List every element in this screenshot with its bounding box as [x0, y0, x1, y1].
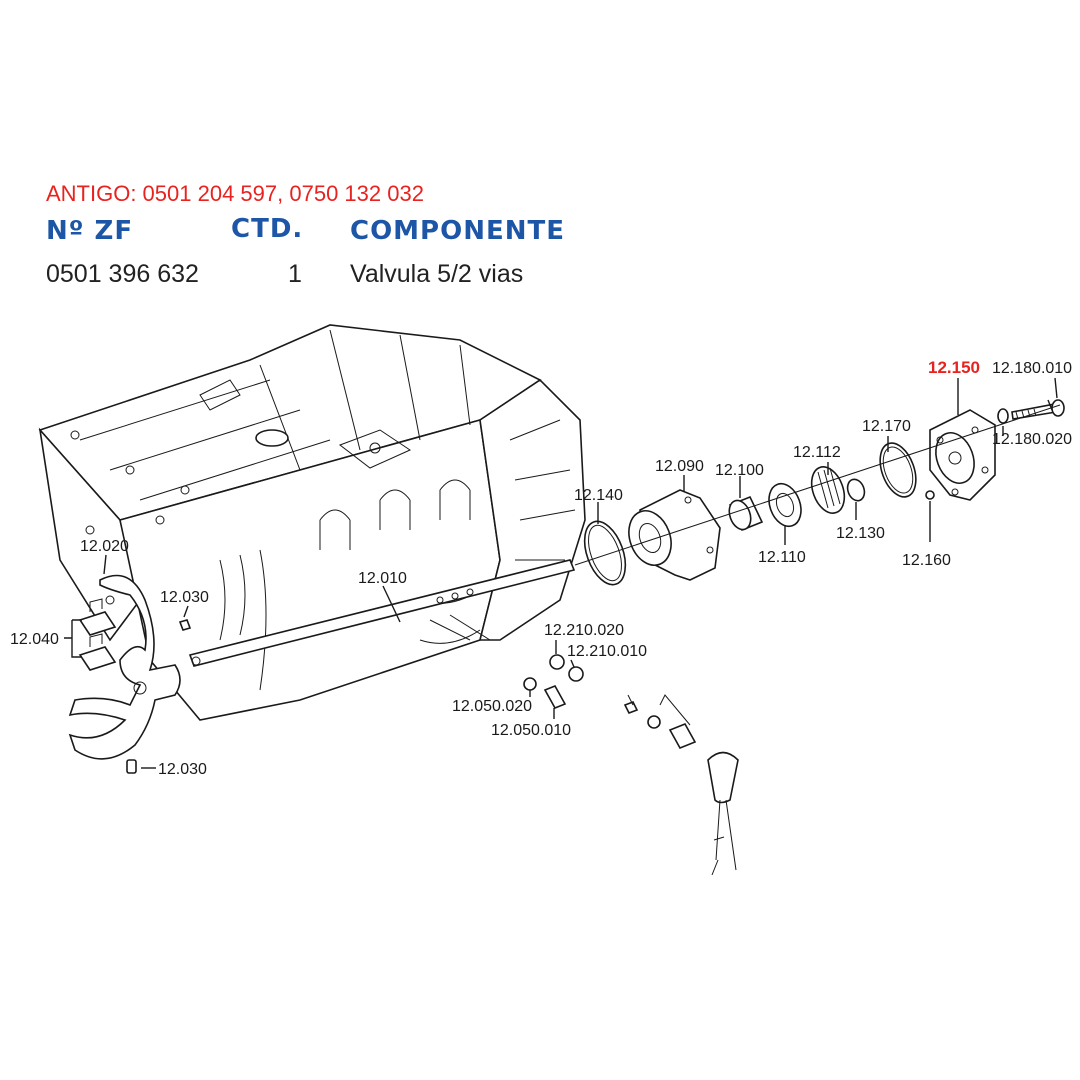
- fork-pins: [126, 619, 192, 774]
- old-part-numbers: ANTIGO: 0501 204 597, 0750 132 032: [46, 181, 424, 206]
- column-header-quantity: CTD.: [231, 214, 304, 244]
- o-ring-12-170: [879, 442, 917, 498]
- callout-12-090: 12.090: [655, 458, 704, 475]
- callout-12-100: 12.100: [715, 462, 764, 479]
- column-header-zf-number: Nº ZF: [46, 216, 134, 246]
- callout-12-180-020: 12.180.020: [992, 431, 1072, 448]
- callout-12-150: 12.150: [928, 358, 980, 377]
- valve-housing-12-090: [628, 489, 721, 581]
- callout-12-170: 12.170: [862, 418, 911, 435]
- part-quantity: 1: [288, 260, 302, 288]
- callout-12-130: 12.130: [836, 525, 885, 542]
- callout-12-030-top: 12.030: [160, 589, 209, 606]
- washer-12-180-020: [997, 408, 1009, 424]
- shift-rod: [188, 559, 576, 667]
- callout-12-160: 12.160: [902, 552, 951, 569]
- part-number: 0501 396 632: [46, 260, 199, 288]
- callout-12-110: 12.110: [758, 549, 806, 566]
- callout-12-040: 12.040: [10, 631, 59, 648]
- callout-12-180-010: 12.180.010: [992, 360, 1072, 377]
- shift-fork: [68, 574, 181, 760]
- diaphragm-12-110: [768, 482, 802, 528]
- callout-12-210-020: 12.210.020: [544, 622, 624, 639]
- callout-12-030-bottom: 12.030: [158, 761, 207, 778]
- o-ring-12-140: [583, 520, 627, 586]
- fork-shoe-pads: [78, 598, 117, 671]
- callout-12-210-010: 12.210.010: [567, 643, 647, 660]
- bolt-12-180-010: [1011, 399, 1065, 420]
- callout-12-050-020: 12.050.020: [452, 698, 532, 715]
- detent-parts: [429, 614, 584, 710]
- piston-12-100: [728, 495, 764, 532]
- column-header-component: COMPONENTE: [350, 216, 565, 246]
- valve-cover-12-150: [929, 409, 996, 501]
- callout-12-020: 12.020: [80, 538, 129, 555]
- spring-seat-12-130: [846, 478, 866, 502]
- leader-lines: [64, 377, 1061, 769]
- callout-12-112: 12.112: [793, 444, 841, 461]
- gearbox-housing: [38, 324, 586, 721]
- callout-12-140: 12.140: [574, 487, 623, 504]
- switch-sensor: [623, 694, 739, 876]
- callout-12-010: 12.010: [358, 570, 407, 587]
- callout-12-050-010: 12.050.010: [491, 722, 571, 739]
- seal-12-160: [925, 490, 935, 500]
- part-description: Valvula 5/2 vias: [350, 260, 524, 288]
